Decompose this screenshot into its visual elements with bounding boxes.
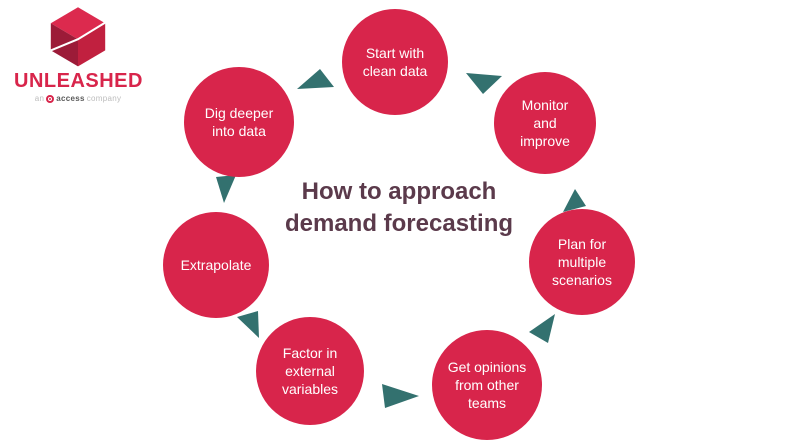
step-label: Start with clean data xyxy=(362,44,428,79)
step-extrapolate: Extrapolate xyxy=(163,212,269,318)
step-label: Extrapolate xyxy=(180,256,252,273)
step-label: Get opinions from other teams xyxy=(447,358,527,412)
tagline-access: access xyxy=(56,94,85,103)
step-dig-deeper-into-data: Dig deeper into data xyxy=(184,67,294,177)
tagline-an: an xyxy=(34,94,45,103)
access-ring-icon xyxy=(46,94,55,103)
unleashed-logo: UNLEASHED an access company xyxy=(14,4,142,103)
step-start-with-clean-data: Start with clean data xyxy=(342,9,448,115)
diagram-title: How to approach demand forecasting xyxy=(284,178,514,238)
tagline-company: company xyxy=(86,94,122,103)
arrow-factor-to-get-icon xyxy=(382,384,419,408)
step-label: Monitor and improve xyxy=(520,96,570,150)
step-get-opinions-from-other-teams: Get opinions from other teams xyxy=(432,330,542,440)
step-label: Factor in external variables xyxy=(281,344,339,398)
step-label: Plan for multiple scenarios xyxy=(552,235,612,289)
step-label: Dig deeper into data xyxy=(204,104,274,139)
arrow-start-to-dig-icon xyxy=(297,69,334,89)
arrow-extrapolate-to-factor-icon xyxy=(237,311,259,338)
brand-name: UNLEASHED xyxy=(14,70,143,92)
arrow-monitor-to-start-icon xyxy=(466,73,502,94)
cube-logo-icon xyxy=(50,7,108,67)
arrow-dig-to-extrapolate-icon xyxy=(216,175,236,203)
logo-tagline: an access company xyxy=(14,94,142,103)
arrow-get-to-plan-icon xyxy=(529,314,555,343)
step-plan-for-multiple-scenarios: Plan for multiple scenarios xyxy=(529,209,635,315)
step-monitor-and-improve: Monitor and improve xyxy=(494,72,596,174)
arrow-plan-to-monitor-icon xyxy=(563,189,586,212)
step-factor-in-external-variables: Factor in external variables xyxy=(256,317,364,425)
